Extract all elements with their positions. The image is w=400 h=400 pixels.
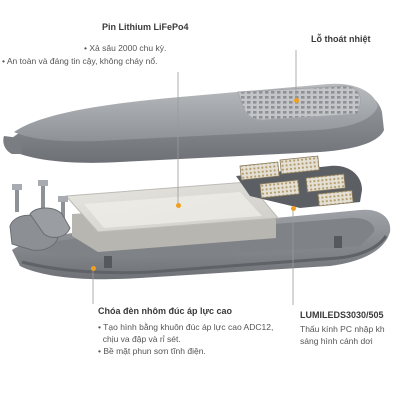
housing-clip: [334, 236, 342, 248]
led-lens: [279, 155, 320, 175]
marker-heat-vent: [293, 98, 299, 103]
pole-clamp: [29, 207, 71, 238]
led-lens: [239, 161, 280, 181]
housing-point: chịu va đập và rỉ sét.: [98, 334, 181, 344]
lamp-cover: [3, 83, 384, 163]
battery-pack: [64, 181, 280, 252]
heat-vent-grille: [237, 85, 361, 121]
housing-point: • Bề mặt phun sơn tĩnh điện.: [98, 346, 206, 356]
bolt: [58, 196, 68, 222]
mounting-hardware: [9, 180, 71, 251]
battery-title: Pin Lithium LiFePo4: [102, 22, 189, 32]
led-lens: [305, 173, 346, 193]
led-point: sáng hình cánh dơi: [300, 336, 373, 346]
led-title: LUMILEDS3030/505: [300, 310, 384, 320]
battery-point: • Xả sâu 2000 chu kỳ.: [84, 43, 167, 53]
bolt: [38, 180, 48, 208]
led-module: [236, 155, 362, 208]
heat-vent-title: Lỗ thoát nhiệt: [311, 34, 371, 44]
marker-led: [290, 206, 296, 211]
battery-sheet: [84, 192, 262, 228]
battery-point: • An toàn và đáng tin cậy, không cháy nổ…: [2, 56, 158, 66]
marker-housing: [90, 266, 96, 271]
housing-point: • Tạo hình bằng khuôn đúc áp lực cao ADC…: [98, 322, 274, 332]
led-lens: [259, 179, 300, 199]
housing-title: Chóa đèn nhôm đúc áp lực cao: [98, 306, 233, 316]
led-lens: [317, 190, 354, 207]
housing-clip: [104, 256, 112, 268]
bolt: [12, 184, 22, 212]
marker-battery: [175, 203, 181, 208]
housing-rim: [21, 235, 388, 275]
lid-mount: [3, 136, 22, 154]
led-point: Thấu kính PC nhập kh: [300, 324, 385, 334]
leader-lines: [92, 50, 297, 305]
